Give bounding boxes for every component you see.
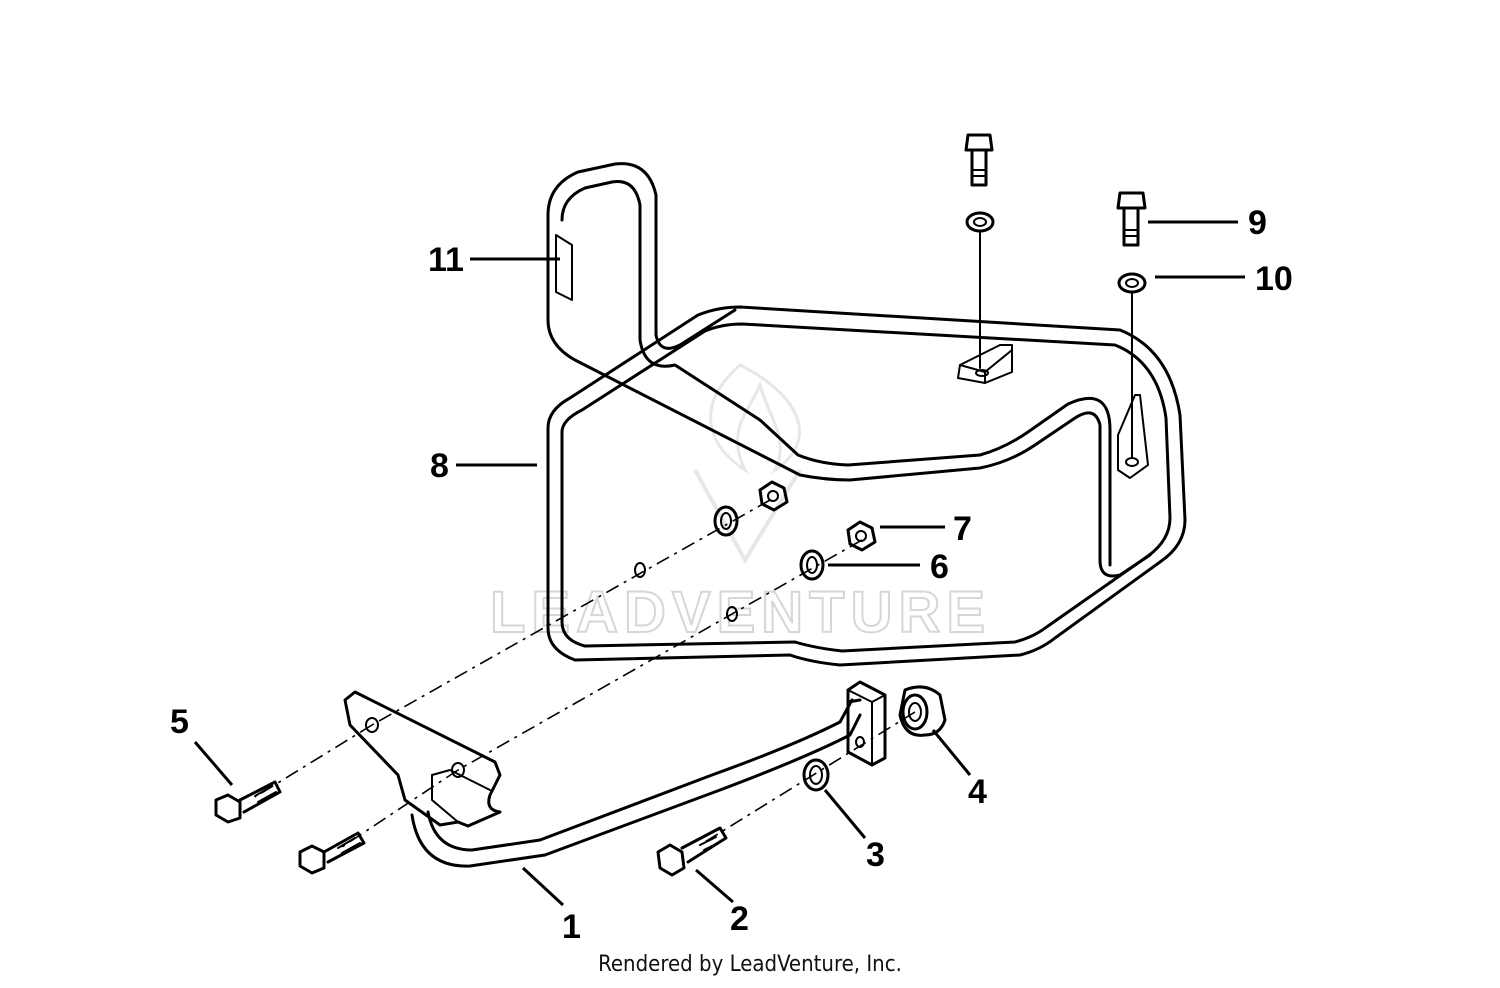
callout-11: 11 [428,241,464,279]
footer-credit: Rendered by LeadVenture, Inc. [598,952,902,977]
part-3-lock-washer [802,758,830,792]
callout-7: 7 [953,510,972,548]
part-1-front-bumper [343,680,887,868]
callout-4: 4 [968,773,987,811]
callout-leaders [193,220,1245,907]
callout-2: 2 [730,900,749,938]
callout-10: 10 [1255,260,1293,298]
part-9-bolt [964,133,1147,247]
callout-9: 9 [1248,204,1267,242]
part-2-hex-bolt [656,826,728,877]
leadventure-watermark-logo [693,363,802,564]
callout-6: 6 [930,548,949,586]
callout-5: 5 [170,703,189,741]
part-4-spacer [898,685,947,737]
part-8-guard-frame [546,305,1187,667]
part-11-upper-rail [546,162,1152,578]
callout-3: 3 [866,836,885,874]
assembly-guide-lines [254,231,1133,848]
part-10-lock-washer [965,211,1147,294]
callout-8: 8 [430,447,449,485]
part-7-hex-nut [758,480,877,552]
callout-1: 1 [562,908,581,946]
